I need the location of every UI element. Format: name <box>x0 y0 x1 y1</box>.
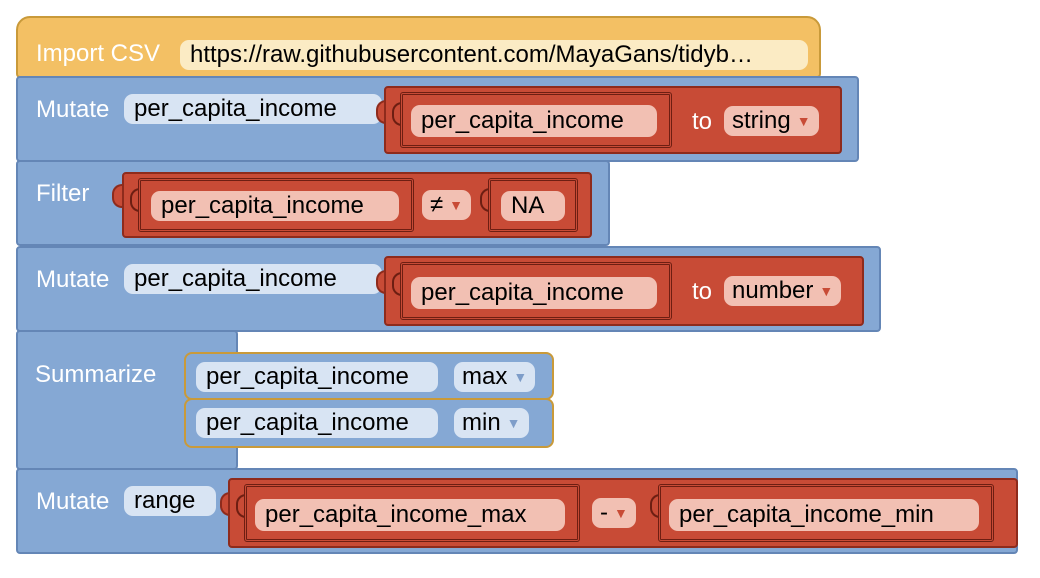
type-dropdown-value: string <box>732 107 791 134</box>
dropdown-triangle-icon: ▼ <box>449 197 464 213</box>
column-ref-block[interactable]: per_capita_income <box>400 92 672 148</box>
filter-column-field[interactable]: per_capita_income <box>151 191 399 221</box>
operator-value: ≠ <box>430 191 444 218</box>
source-column-field[interactable]: per_capita_income <box>411 105 657 137</box>
expression-connector <box>220 492 230 516</box>
summarize-label: Summarize <box>35 361 157 388</box>
mutate-column-field[interactable]: per_capita_income <box>124 94 382 124</box>
type-dropdown-value: number <box>732 277 814 304</box>
mutate-column-field[interactable]: per_capita_income <box>124 264 382 294</box>
aggregate-dropdown[interactable]: min ▼ <box>454 408 529 438</box>
dropdown-triangle-icon: ▼ <box>819 283 834 299</box>
expression-connector <box>376 100 386 124</box>
type-dropdown[interactable]: string ▼ <box>724 106 819 136</box>
column-ref-block[interactable]: per_capita_income <box>138 178 414 232</box>
arithmetic-operator-dropdown[interactable]: - ▼ <box>592 498 636 528</box>
value-block[interactable]: NA <box>488 178 578 232</box>
type-dropdown[interactable]: number ▼ <box>724 276 842 306</box>
mutate-label: Mutate <box>36 266 110 293</box>
mutate-column-field[interactable]: range <box>124 486 216 516</box>
mutate-label: Mutate <box>36 96 110 123</box>
dropdown-triangle-icon: ▼ <box>614 505 628 521</box>
right-operand-field[interactable]: per_capita_income_min <box>669 499 979 531</box>
expression-connector <box>112 184 122 208</box>
mutate-block-2[interactable]: Mutate per_capita_income per_capita_inco… <box>16 246 881 332</box>
mutate-block-1[interactable]: Mutate per_capita_income per_capita_inco… <box>16 76 859 162</box>
expression-connector <box>480 188 490 212</box>
left-operand-field[interactable]: per_capita_income_max <box>255 499 565 531</box>
mutate-block-3[interactable]: Mutate range per_capita_income_max - ▼ p… <box>16 468 1018 554</box>
summarize-column-field[interactable]: per_capita_income <box>196 362 438 392</box>
filter-block[interactable]: Filter per_capita_income ≠ ▼ NA <box>16 160 610 246</box>
filter-value-field[interactable]: NA <box>501 191 565 221</box>
expression-connector <box>392 102 402 126</box>
aggregate-value: min <box>462 409 501 436</box>
import-csv-label: Import CSV <box>36 40 161 67</box>
dropdown-triangle-icon: ▼ <box>506 415 521 431</box>
dropdown-triangle-icon: ▼ <box>513 369 528 385</box>
import-url-field[interactable]: https://raw.githubusercontent.com/MayaGa… <box>180 40 808 70</box>
column-ref-block[interactable]: per_capita_income_min <box>658 484 994 542</box>
column-ref-block[interactable]: per_capita_income <box>400 262 672 320</box>
operator-dropdown[interactable]: ≠ ▼ <box>422 190 472 220</box>
expression-connector <box>130 188 140 212</box>
summarize-row-2[interactable]: per_capita_income min ▼ <box>184 398 554 448</box>
filter-label: Filter <box>36 180 90 207</box>
summarize-column-field[interactable]: per_capita_income <box>196 408 438 438</box>
source-column-field[interactable]: per_capita_income <box>411 277 657 309</box>
aggregate-value: max <box>462 363 508 390</box>
convert-type-block[interactable]: per_capita_income to number ▼ <box>384 256 864 326</box>
expression-connector <box>392 272 402 296</box>
summarize-row-1[interactable]: per_capita_income max ▼ <box>184 352 554 400</box>
arithmetic-operator-value: - <box>600 499 608 526</box>
aggregate-dropdown[interactable]: max ▼ <box>454 362 536 392</box>
expression-connector <box>236 494 246 518</box>
to-label: to <box>692 108 713 135</box>
dropdown-triangle-icon: ▼ <box>796 113 811 129</box>
expression-connector <box>376 270 386 294</box>
comparison-block[interactable]: per_capita_income ≠ ▼ NA <box>122 172 592 238</box>
to-label: to <box>692 278 713 305</box>
expression-connector <box>650 494 660 518</box>
mutate-label: Mutate <box>36 488 110 515</box>
column-ref-block[interactable]: per_capita_income_max <box>244 484 580 542</box>
arithmetic-block[interactable]: per_capita_income_max - ▼ per_capita_inc… <box>228 478 1018 548</box>
import-csv-block[interactable]: Import CSV https://raw.githubusercontent… <box>16 16 821 78</box>
convert-type-block[interactable]: per_capita_income to string ▼ <box>384 86 842 154</box>
